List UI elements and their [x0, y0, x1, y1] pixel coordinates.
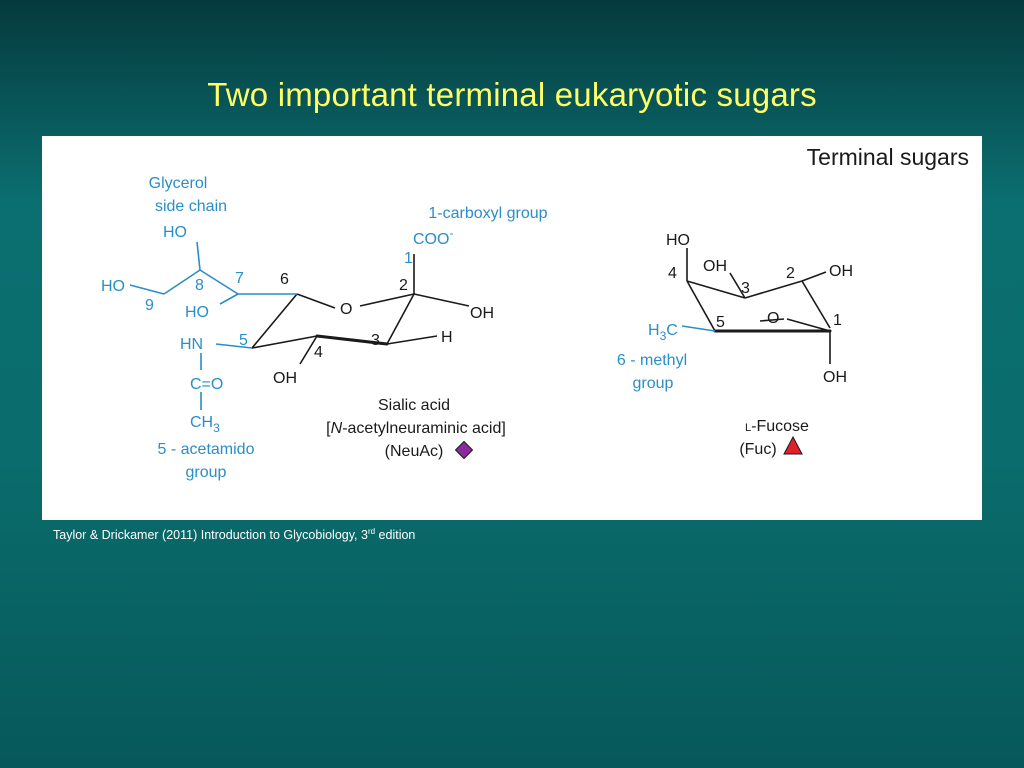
fucose-c3-number: 3 [741, 280, 750, 297]
fuc-triangle-symbol [783, 435, 803, 455]
sialic-c6-number: 6 [280, 271, 289, 288]
sialic-ring-oxygen: O [340, 301, 352, 318]
sialic-c8-number: 8 [195, 277, 204, 294]
sialic-c2-number: 2 [399, 277, 408, 294]
glycerol-label: Glycerol [149, 175, 208, 192]
oh-anomeric: OH [470, 305, 494, 322]
ho-top: HO [163, 224, 187, 241]
sialic-side-chain-bonds [129, 241, 297, 410]
hn-group: HN [180, 336, 203, 353]
fucose-c4-number: 4 [668, 265, 677, 282]
sialic-c7-number: 7 [235, 270, 244, 287]
fucose-abbreviation: (Fuc) [739, 441, 776, 458]
side-chain-label: side chain [155, 198, 227, 215]
fucose-oh-c1: OH [823, 369, 847, 386]
fucose-oh-c3: OH [703, 258, 727, 275]
sialic-c1-number: 1 [404, 250, 413, 267]
fucose-ring [681, 248, 832, 364]
methyl-ch3: CH3 [190, 414, 220, 435]
figure-panel: Terminal sugars [42, 136, 982, 520]
neuac-abbreviation: (NeuAc) [385, 443, 444, 460]
neuac-full-name: [N-acetylneuraminic acid] [326, 420, 506, 437]
slide-title: Two important terminal eukaryotic sugars [207, 76, 817, 113]
fucose-oh-c2: OH [829, 263, 853, 280]
coo-group: COO- [413, 226, 453, 248]
acetamido-group-label: group [186, 464, 227, 481]
citation: Taylor & Drickamer (2011) Introduction t… [53, 527, 415, 542]
ho-left: HO [101, 278, 125, 295]
sialic-acid-name: Sialic acid [378, 397, 450, 414]
methyl-group-label: 6 - methyl [617, 352, 687, 369]
sialic-c9-number: 9 [145, 297, 154, 314]
sialic-c5-number: 5 [239, 332, 248, 349]
sialic-c4-number: 4 [314, 344, 323, 361]
fucose-ring-oxygen: O [767, 310, 779, 327]
fucose-c5-number: 5 [716, 314, 725, 331]
sialic-c3-number: 3 [371, 332, 380, 349]
fucose-c2-number: 2 [786, 265, 795, 282]
citation-edition: edition [375, 528, 416, 543]
citation-superscript: rd [367, 527, 376, 536]
fucose-methyl-h3c: H3C [648, 322, 678, 343]
methyl-group-label-2: group [633, 375, 674, 392]
carboxyl-group-label: 1-carboxyl group [428, 205, 547, 222]
h-c3: H [441, 329, 453, 346]
ho-c8: HO [185, 304, 209, 321]
citation-text: Taylor & Drickamer (2011) Introduction t… [53, 528, 368, 543]
sialic-ring [251, 254, 470, 365]
fucose-c1-number: 1 [833, 312, 842, 329]
neuac-diamond-symbol [454, 440, 474, 460]
oh-c4: OH [273, 370, 297, 387]
panel-title: Terminal sugars [807, 144, 969, 170]
fucose-ho-c4: HO [666, 232, 690, 249]
fucose-name: L-Fucose [745, 418, 809, 435]
sugar-structures-diagram: Terminal sugars [101, 144, 969, 481]
carbonyl-group: C=O [190, 376, 223, 393]
acetamido-label: 5 - acetamido [158, 441, 255, 458]
